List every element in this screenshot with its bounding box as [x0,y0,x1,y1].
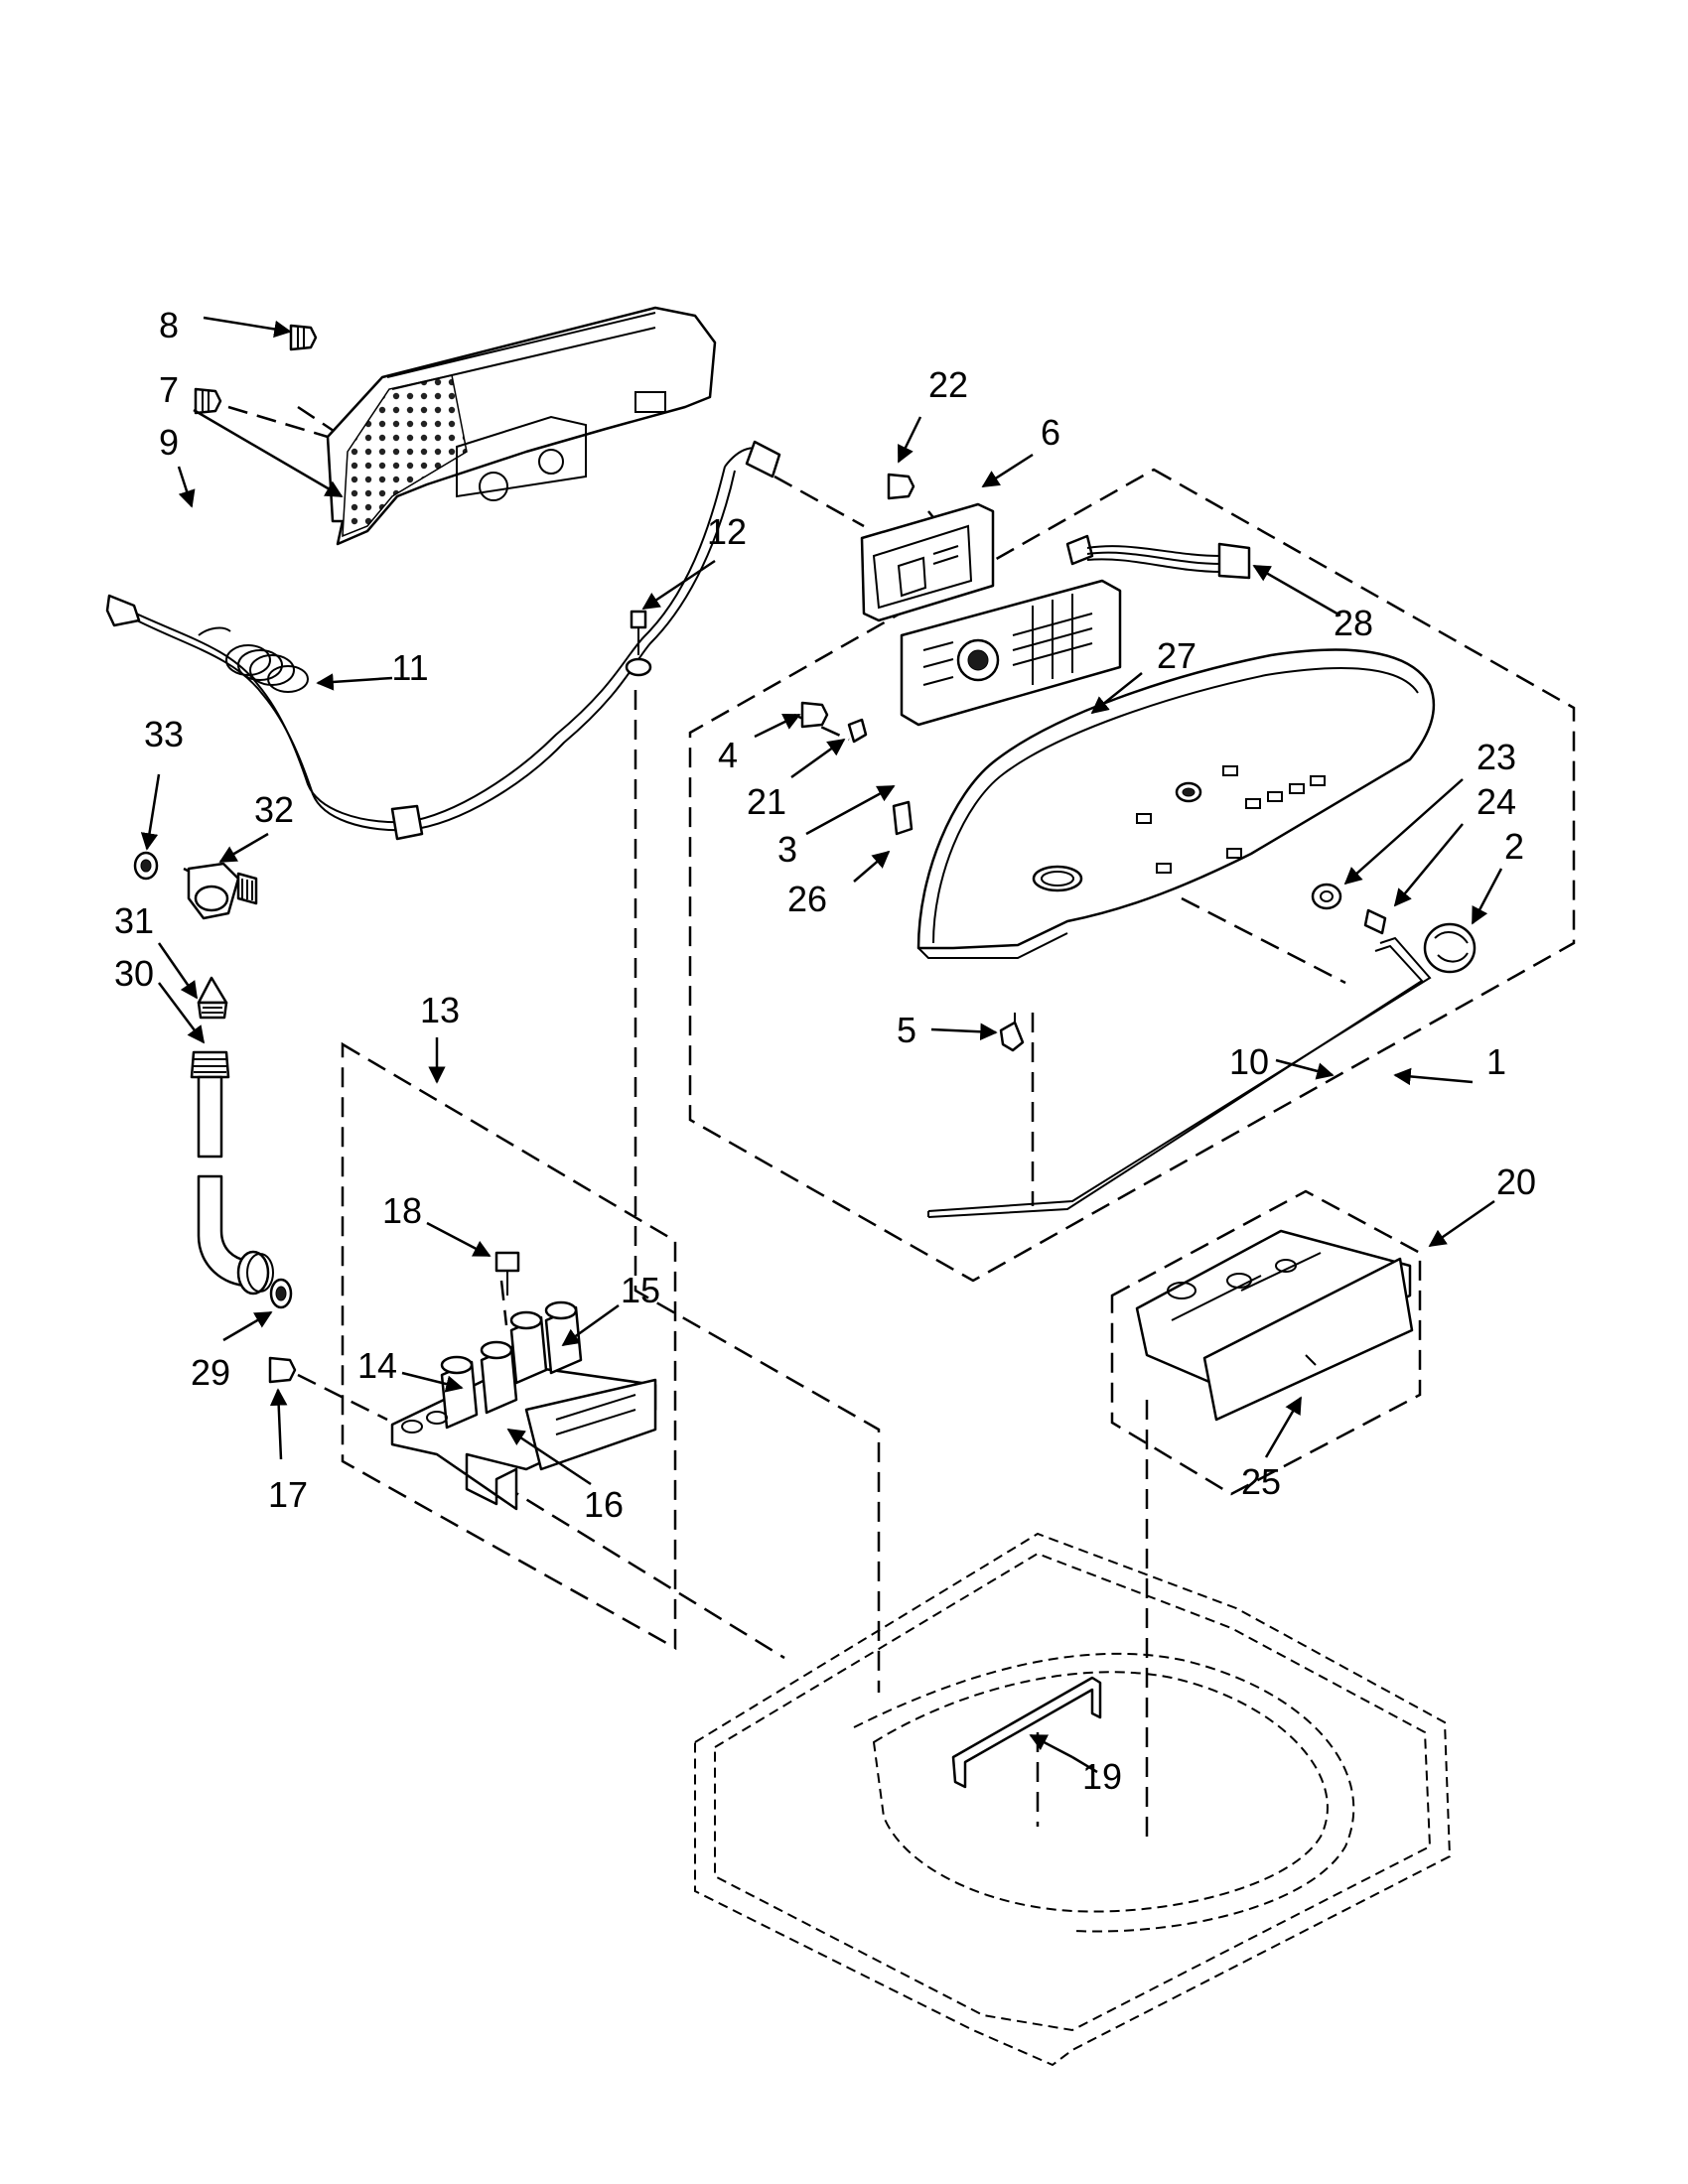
clip-5 [999,1013,1025,1052]
harness-28 [1065,534,1251,580]
callout-15: 15 [621,1270,660,1310]
callout-13: 13 [420,990,460,1030]
alignment-lines [183,405,1346,1846]
top-panel [694,1532,1452,2067]
wire-harness [105,440,781,841]
callout-2: 2 [1504,826,1524,867]
screw-17 [268,1356,297,1384]
callout-23: 23 [1477,737,1516,777]
solenoid-right-b [544,1300,583,1375]
callout-5: 5 [897,1010,916,1050]
callout-17: 17 [268,1474,308,1515]
callout-33: 33 [144,714,184,754]
callout-27: 27 [1157,635,1196,676]
callout-18: 18 [382,1190,422,1231]
knob-2 [1423,922,1477,974]
control-housing [900,579,1122,727]
screw-9 [194,387,222,415]
callout-10: 10 [1229,1041,1269,1082]
screw-8 [289,324,318,351]
screw-4 [800,701,829,729]
cord-coil [225,644,309,693]
callout-28: 28 [1334,603,1373,643]
callout-1: 1 [1486,1041,1506,1082]
leader-lines [140,316,1503,1774]
console-assembly-boundary [688,468,1576,1283]
callout-31: 31 [114,900,154,941]
console [916,648,1436,959]
callout-11: 11 [391,647,428,688]
callout-24: 24 [1477,781,1516,822]
callout-19: 19 [1082,1756,1122,1797]
gasket-10 [927,936,1432,1218]
screen-31 [197,976,228,1020]
callout-30: 30 [114,953,154,994]
valve-assembly-boundary [341,1041,677,1651]
callout-22: 22 [928,364,968,405]
callout-29: 29 [191,1352,230,1393]
rear-console-panel [326,306,717,546]
callout-4: 4 [718,735,738,775]
callout-32: 32 [254,789,294,830]
hose-30 [190,1050,274,1296]
ui-control-board [860,502,995,622]
screw-18 [494,1251,520,1296]
water-valve-assembly [390,1300,657,1511]
callout-20: 20 [1496,1161,1536,1202]
solenoid-right-a [509,1310,548,1385]
callout-labels: 8 7 9 22 6 12 11 28 27 33 32 4 21 3 26 2… [114,305,1536,1797]
washer-33 [133,851,159,881]
ground-screw [625,610,652,677]
dispenser-drawer-boundary [1110,1189,1422,1496]
callout-8: 8 [159,305,179,345]
callout-14: 14 [357,1345,397,1386]
callout-12: 12 [707,511,747,552]
callout-26: 26 [787,879,827,919]
lid-hinge-19 [951,1676,1102,1789]
clip-26 [892,800,914,836]
callout-16: 16 [584,1484,624,1525]
shaft-24 [1363,908,1387,935]
screw-22 [887,473,915,500]
elbow-32 [187,862,258,920]
dispenser-drawer [1135,1229,1414,1422]
clip-21 [847,718,868,744]
callout-3: 3 [777,829,797,870]
callout-6: 6 [1041,412,1060,453]
callout-25: 25 [1241,1461,1281,1502]
callout-7: 7 [159,369,179,410]
callout-21: 21 [747,781,786,822]
solenoid-mid [480,1340,518,1415]
nut-23 [1311,883,1342,910]
washer-29 [269,1278,293,1309]
callout-9: 9 [159,422,179,463]
